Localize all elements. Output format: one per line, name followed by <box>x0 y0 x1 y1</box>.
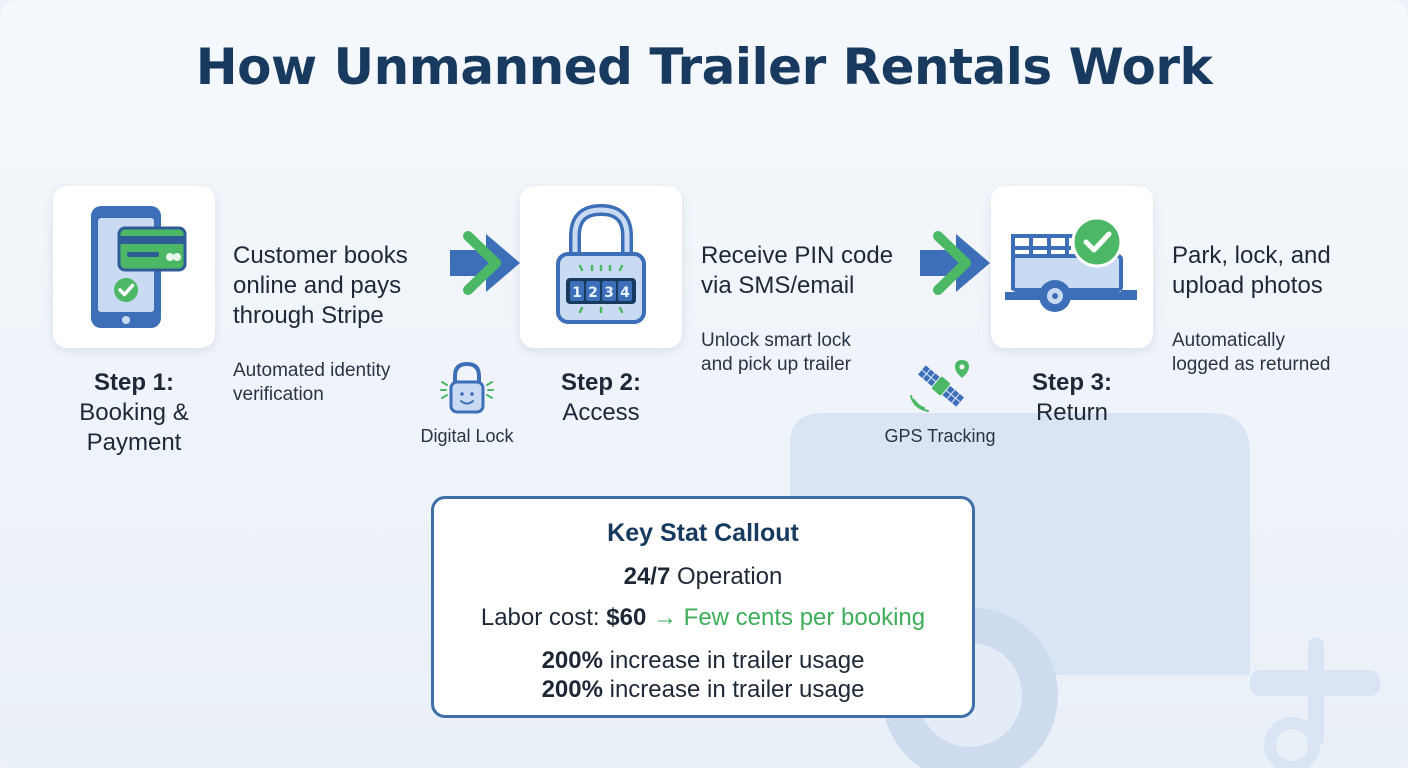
step-1-subtext: Automated identity verification <box>233 359 390 407</box>
labor-arrow: → <box>646 604 684 631</box>
step-2-card: 1 2 3 4 <box>520 186 682 348</box>
step-3-desc-line: upload photos <box>1172 272 1323 299</box>
step-3-number: Step 3: <box>1031 369 1112 396</box>
step-1-name-line-2: Payment <box>86 429 182 456</box>
callout-labor-cost: Labor cost: $60 → Few cents per booking <box>434 604 972 632</box>
step-2-desc-line: Receive PIN code <box>701 242 894 269</box>
step-3-name: Return <box>1035 399 1109 426</box>
flow-arrow-right-icon <box>920 231 990 295</box>
usage-bold: 200% <box>541 676 603 703</box>
step-2-sub-line: and pick up trailer <box>701 354 851 375</box>
pin-digit: 2 <box>588 285 598 301</box>
pin-digit: 1 <box>572 285 582 301</box>
step-2-label: Step 2: Access <box>510 368 692 428</box>
step-2-number: Step 2: <box>560 369 641 396</box>
labor-value: $60 <box>606 604 647 631</box>
smart-lock-icon <box>440 361 494 414</box>
step-2-subtext: Unlock smart lock and pick up trailer <box>701 329 851 377</box>
flow-arrow-right-icon <box>450 231 520 295</box>
step-3-subtext: Automatically logged as returned <box>1172 329 1330 377</box>
step-2-name: Access <box>562 399 640 426</box>
operation-text: Operation <box>670 563 783 590</box>
usage-text: increase in trailer usage <box>602 676 865 703</box>
callout-usage: 200% increase in trailer usage <box>434 647 972 675</box>
step-2-description: Receive PIN code via SMS/email <box>701 241 893 301</box>
key-stat-callout: Key Stat Callout 24/7 Operation Labor co… <box>431 496 975 718</box>
step-3-sub-line: Automatically <box>1172 330 1285 351</box>
phone-payment-icon <box>91 206 187 328</box>
step-1-desc-line: online and pays <box>233 272 402 299</box>
step-1-number: Step 1: <box>93 369 174 396</box>
digital-lock-label: Digital Lock <box>420 426 514 446</box>
step-3-desc-line: Park, lock, and <box>1172 242 1331 269</box>
step-3-description: Park, lock, and upload photos <box>1172 241 1331 301</box>
step-3-card <box>991 186 1153 348</box>
trailer-check-icon <box>1005 216 1137 312</box>
step-2-sub-line: Unlock smart lock <box>701 330 851 351</box>
step-1-description: Customer books online and pays through S… <box>233 241 408 331</box>
step-1-card <box>53 186 215 348</box>
step-1-label: Step 1: Booking & Payment <box>43 368 225 458</box>
callout-operation: 24/7 Operation <box>434 563 972 591</box>
step-1-sub-line: verification <box>233 384 324 405</box>
callout-title: Key Stat Callout <box>607 519 799 547</box>
step-1-desc-line: through Stripe <box>233 302 384 329</box>
step-2-desc-line: via SMS/email <box>701 272 855 299</box>
step-1-sub-line: Automated identity <box>233 360 391 381</box>
callout-usage: 200% increase in trailer usage <box>434 676 972 704</box>
satellite-gps-icon <box>910 360 969 412</box>
step-1-name-line-1: Booking & <box>79 399 189 426</box>
padlock-pin-icon: 1 2 3 4 <box>556 203 646 324</box>
operation-bold: 24/7 <box>623 563 671 590</box>
labor-result: Few cents per booking <box>683 604 926 631</box>
gps-tracking-label: GPS Tracking <box>884 426 996 446</box>
usage-bold: 200% <box>541 647 603 674</box>
step-1-desc-line: Customer books <box>233 242 408 269</box>
step-3-sub-line: logged as returned <box>1172 354 1331 375</box>
labor-prefix: Labor cost: <box>480 604 607 631</box>
step-3-label: Step 3: Return <box>981 368 1163 428</box>
usage-text: increase in trailer usage <box>602 647 865 674</box>
pin-digit: 3 <box>604 285 614 301</box>
pin-digit: 4 <box>620 285 630 301</box>
page-title: How Unmanned Trailer Rentals Work <box>195 38 1213 96</box>
